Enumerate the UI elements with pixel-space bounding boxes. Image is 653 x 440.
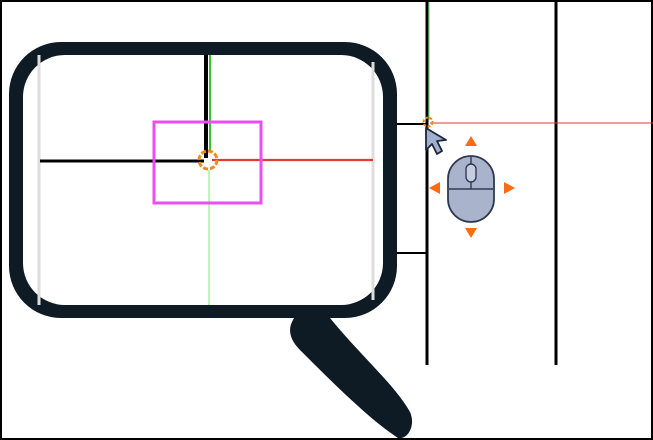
zoomed-view: [37, 55, 375, 305]
zoom-focus-box: [152, 120, 263, 205]
zoom-snap-marker-icon: [197, 149, 219, 171]
magnifier-handle: [290, 306, 413, 439]
magnifier-lens: [23, 55, 383, 305]
mouse-wheel-icon: [465, 163, 477, 183]
magnifier-callout-icon: [9, 42, 413, 439]
pan-arrow-left-icon: [429, 182, 440, 194]
pan-arrow-right-icon: [504, 182, 515, 194]
arrow-cursor-icon: [425, 127, 447, 155]
drawing-geometry: [372, 2, 653, 365]
pan-arrow-down-icon: [465, 228, 477, 238]
mouse-icon: [447, 155, 495, 223]
endpoint-snap-icon: [422, 116, 434, 128]
pan-arrows-icon: [429, 136, 515, 238]
pan-arrow-up-icon: [465, 136, 477, 146]
